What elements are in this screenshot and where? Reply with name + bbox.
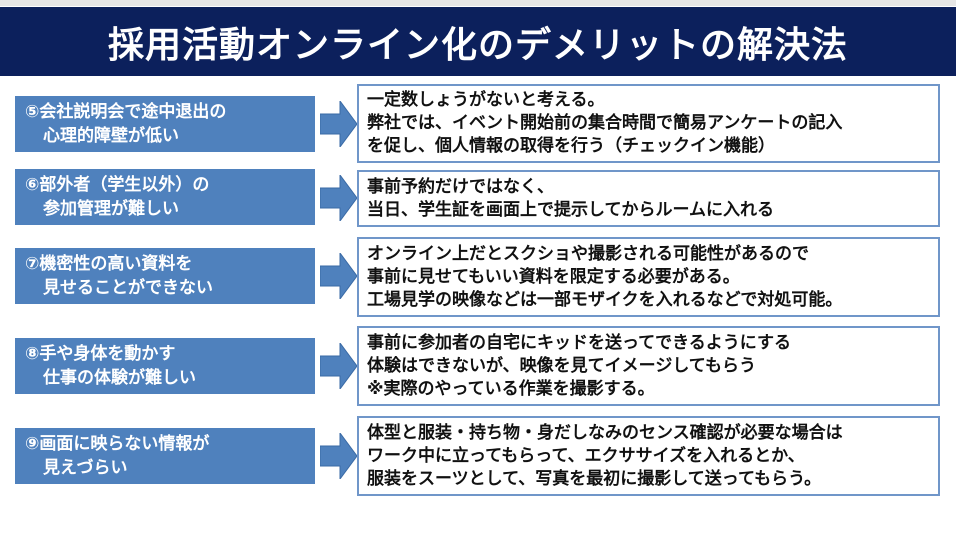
right-arrow-icon (320, 343, 358, 389)
solution-line: ワーク中に立ってもらって、エクササイズを入れるとか、 (367, 445, 805, 466)
issue-box-8: ⑧手や身体を動かす 仕事の体験が難しい (15, 338, 315, 394)
issue-line: ⑨画面に映らない情報が (25, 434, 210, 454)
solution-line: 工場見学の映像などは一部モザイクを入れるなどで対処可能。 (367, 289, 843, 310)
solution-line: 体型と服装・持ち物・身だしなみのセンス確認が必要な場合は (367, 422, 843, 443)
solution-box-5: 一定数しょうがないと考える。 弊社では、イベント開始前の集合時間で簡易アンケート… (357, 84, 940, 163)
solution-box-9: 体型と服装・持ち物・身だしなみのセンス確認が必要な場合は ワーク中に立ってもらっ… (357, 416, 940, 496)
issue-line: 仕事の体験が難しい (43, 368, 196, 388)
solution-box-6: 事前予約だけではなく、 当日、学生証を画面上で提示してからルームに入れる (357, 170, 940, 227)
right-arrow-icon (320, 253, 358, 299)
page-title-banner: 採用活動オンライン化のデメリットの解決法 (0, 7, 956, 76)
solution-box-8: 事前に参加者の自宅にキッドを送ってできるようにする 体験はできないが、映像を見て… (357, 326, 940, 406)
issue-box-6: ⑥部外者（学生以外）の 参加管理が難しい (15, 169, 315, 225)
issue-box-9: ⑨画面に映らない情報が 見えづらい (15, 428, 315, 484)
issue-line: ⑥部外者（学生以外）の (25, 175, 210, 195)
solution-line: 当日、学生証を画面上で提示してからルームに入れる (367, 199, 774, 220)
solution-line: 事前に見せてもいい資料を限定する必要がある。 (367, 266, 740, 287)
issue-line: 参加管理が難しい (43, 199, 179, 219)
issue-line: 心理的障壁が低い (43, 126, 179, 146)
solution-line: 体験はできないが、映像を見てイメージしてもらう (367, 355, 756, 376)
solution-line: を促し、個人情報の取得を行う（チェックイン機能） (367, 136, 775, 156)
issue-box-5: ⑤会社説明会で途中退出の 心理的障壁が低い (15, 96, 315, 152)
solution-line: 事前に参加者の自宅にキッドを送ってできるようにする (367, 332, 791, 353)
issue-line: ⑧手や身体を動かす (25, 344, 176, 364)
issue-box-7: ⑦機密性の高い資料を 見せることができない (15, 248, 315, 304)
solution-line: 一定数しょうがないと考える。 (367, 90, 605, 110)
solution-line: 服装をスーツとして、写真を最初に撮影して送ってもらう。 (367, 468, 822, 489)
top-strip (0, 0, 956, 6)
solution-line: 弊社では、イベント開始前の集合時間で簡易アンケートの記入 (367, 113, 843, 133)
solution-line: 事前予約だけではなく、 (367, 176, 554, 197)
issue-line: 見えづらい (43, 458, 128, 478)
right-arrow-icon (320, 175, 358, 221)
right-arrow-icon (320, 101, 358, 147)
page-title: 採用活動オンライン化のデメリットの解決法 (107, 24, 848, 66)
issue-line: 見せることができない (43, 278, 213, 298)
right-arrow-icon (320, 433, 358, 479)
solution-box-7: オンライン上だとスクショや撮影される可能性があるので 事前に見せてもいい資料を限… (357, 237, 940, 317)
solution-line: オンライン上だとスクショや撮影される可能性があるので (367, 243, 809, 264)
issue-line: ⑦機密性の高い資料を (25, 254, 193, 274)
solution-line: ※実際のやっている作業を撮影する。 (367, 378, 655, 399)
issue-line: ⑤会社説明会で途中退出の (25, 102, 227, 122)
